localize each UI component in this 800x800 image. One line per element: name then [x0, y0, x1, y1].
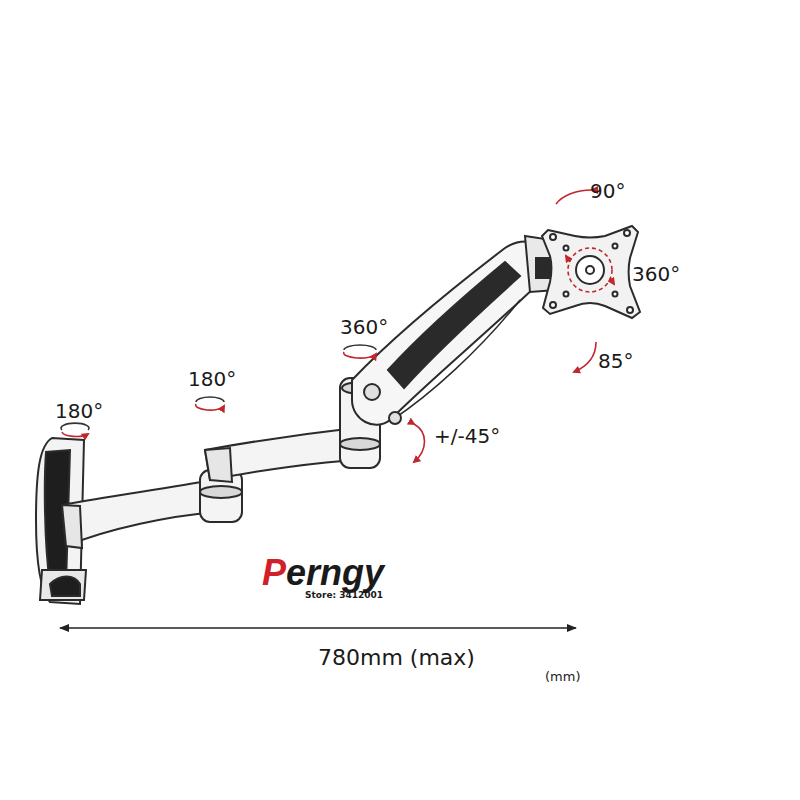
wall-plate	[36, 438, 86, 604]
angle-label: 180°	[188, 368, 236, 390]
store-number: Store: 3412001	[305, 591, 383, 601]
dimension-label: 780mm (max)	[318, 646, 475, 670]
dimension-line	[60, 628, 576, 629]
angle-label: 180°	[55, 400, 103, 422]
vesa-plate	[542, 226, 640, 318]
angle-label: +/-45°	[434, 425, 500, 447]
angle-label: 90°	[590, 180, 625, 202]
brand-name: Perngy	[262, 553, 384, 593]
unit-note: (mm)	[545, 670, 580, 684]
angle-label: 360°	[632, 263, 680, 285]
first-arm	[62, 470, 242, 548]
angle-label: 360°	[340, 316, 388, 338]
rotation-arrows	[61, 190, 614, 462]
angle-label: 85°	[598, 350, 633, 372]
